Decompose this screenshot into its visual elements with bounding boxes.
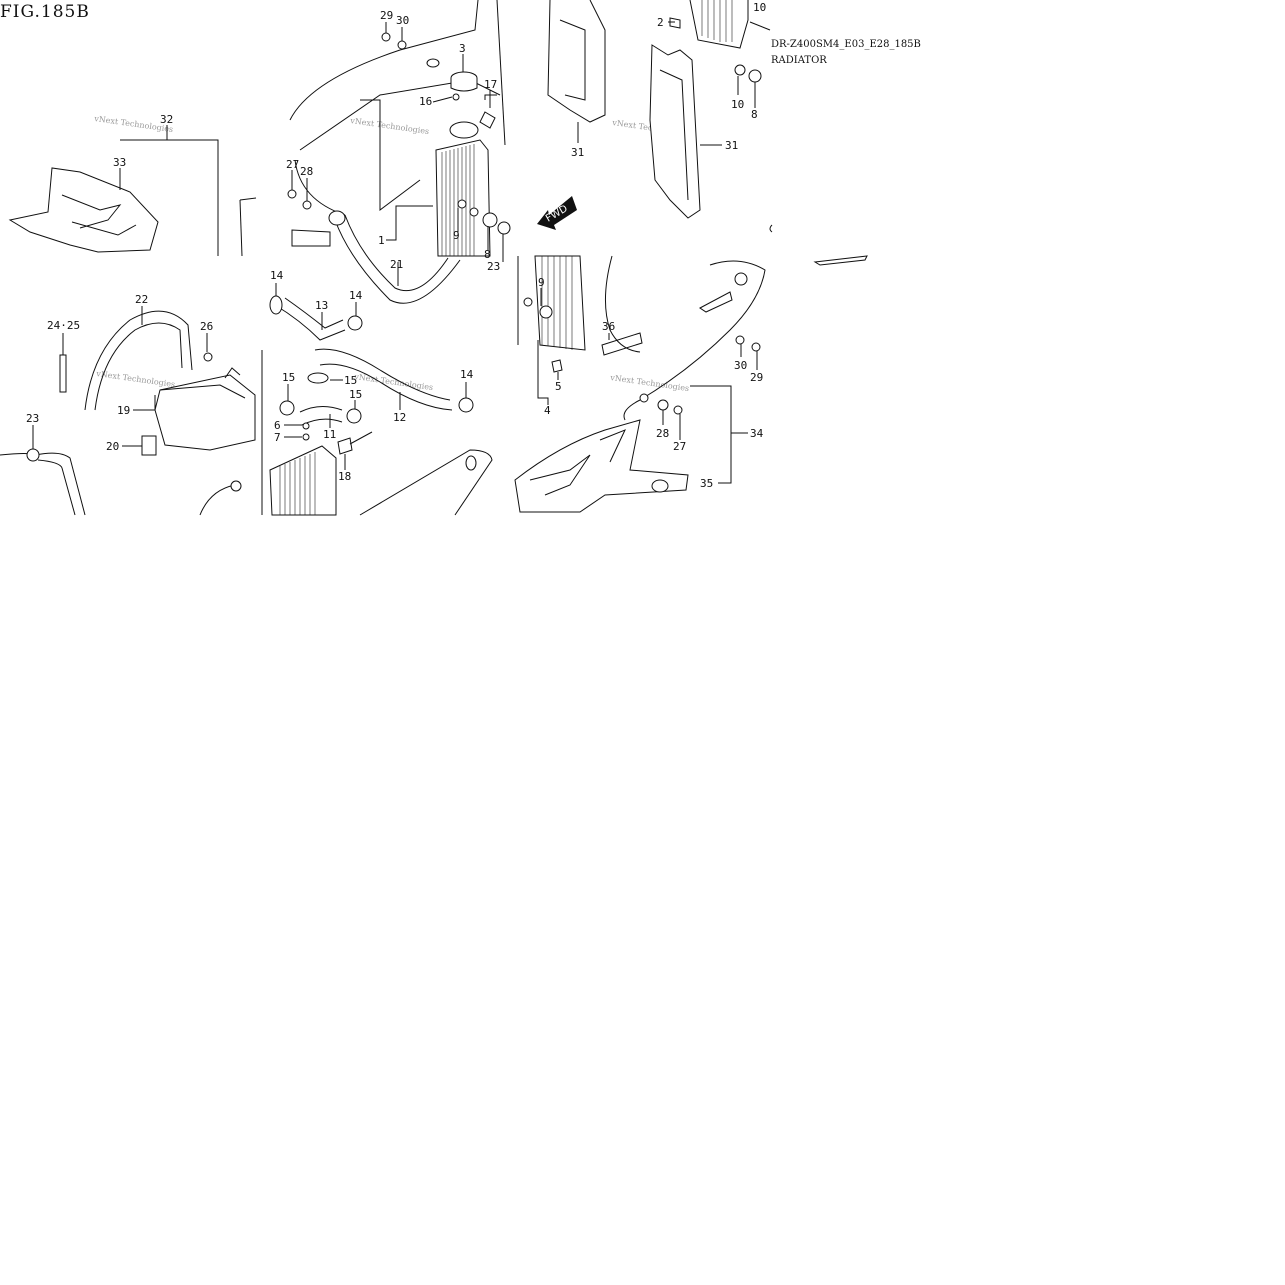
- radiator-shroud-top: [547, 0, 762, 219]
- callout-29: 29: [380, 9, 393, 22]
- model-code: DR-Z400SM4_E03_E28_185B: [771, 39, 921, 50]
- callout-31: 31: [725, 139, 738, 152]
- callout-27: 27: [673, 440, 686, 453]
- watermark-text: vNext Technologies: [609, 373, 690, 393]
- callout-10: 10: [731, 98, 744, 111]
- callout-21: 21: [390, 258, 403, 271]
- callout-labels: 29 30 3 16 17 32 33 27 28 1 9 8 23 21 2 …: [26, 1, 766, 490]
- callout-22: 22: [135, 293, 148, 306]
- fwd-arrow-icon: FWD: [537, 196, 577, 230]
- callout-35: 35: [700, 477, 713, 490]
- callout-8: 8: [751, 108, 758, 121]
- callout-15: 15: [344, 374, 357, 387]
- watermark-group: vNext Technologies vNext Technologies vN…: [93, 114, 692, 393]
- figure-title: FIG.185B: [0, 2, 90, 22]
- callout-14: 14: [349, 289, 363, 302]
- leader-lines: [32, 21, 771, 484]
- reservoir-tank-assembly: [0, 310, 256, 516]
- callout-20: 20: [106, 440, 119, 453]
- callout-9: 9: [538, 276, 545, 289]
- callout-15: 15: [282, 371, 295, 384]
- radiator-left-hoses: [261, 295, 493, 516]
- callout-7: 7: [274, 431, 281, 444]
- watermark-text: vNext Technologies: [95, 369, 176, 389]
- callout-2: 2: [657, 16, 664, 29]
- callout-24-25: 24·25: [47, 319, 80, 332]
- callout-30: 30: [734, 359, 747, 372]
- callout-27: 27: [286, 158, 299, 171]
- callout-34: 34: [750, 427, 764, 440]
- callout-11: 11: [323, 428, 336, 441]
- callout-13: 13: [315, 299, 328, 312]
- callout-1: 1: [378, 234, 385, 247]
- callout-15: 15: [349, 388, 362, 401]
- watermark-text: vNext Technologies: [349, 116, 430, 136]
- callout-8: 8: [484, 248, 491, 261]
- callout-30: 30: [396, 14, 409, 27]
- callout-31: 31: [571, 146, 584, 159]
- callout-12: 12: [393, 411, 406, 424]
- radiator-right-assembly: FWD: [287, 0, 577, 304]
- watermark-text: vNext Technologies: [353, 372, 434, 392]
- callout-19: 19: [117, 404, 130, 417]
- callout-33: 33: [113, 156, 126, 169]
- callout-36: 36: [602, 320, 615, 333]
- callout-18: 18: [338, 470, 351, 483]
- section-name: RADIATOR: [771, 55, 827, 66]
- callout-16: 16: [419, 95, 432, 108]
- callout-5: 5: [555, 380, 562, 393]
- callout-10: 10: [753, 1, 766, 14]
- callout-29: 29: [750, 371, 763, 384]
- callout-6: 6: [274, 419, 281, 432]
- callout-23: 23: [487, 260, 500, 273]
- radiator-shroud-bottom: [514, 224, 868, 513]
- callout-17: 17: [484, 78, 497, 91]
- callout-14: 14: [270, 269, 284, 282]
- callout-14: 14: [460, 368, 474, 381]
- callout-4: 4: [544, 404, 551, 417]
- callout-32: 32: [160, 113, 173, 126]
- callout-23: 23: [26, 412, 39, 425]
- callout-9: 9: [453, 229, 460, 242]
- callout-3: 3: [459, 42, 466, 55]
- callout-28: 28: [656, 427, 669, 440]
- callout-26: 26: [200, 320, 213, 333]
- radiator-cover-left: [8, 167, 257, 257]
- callout-28: 28: [300, 165, 313, 178]
